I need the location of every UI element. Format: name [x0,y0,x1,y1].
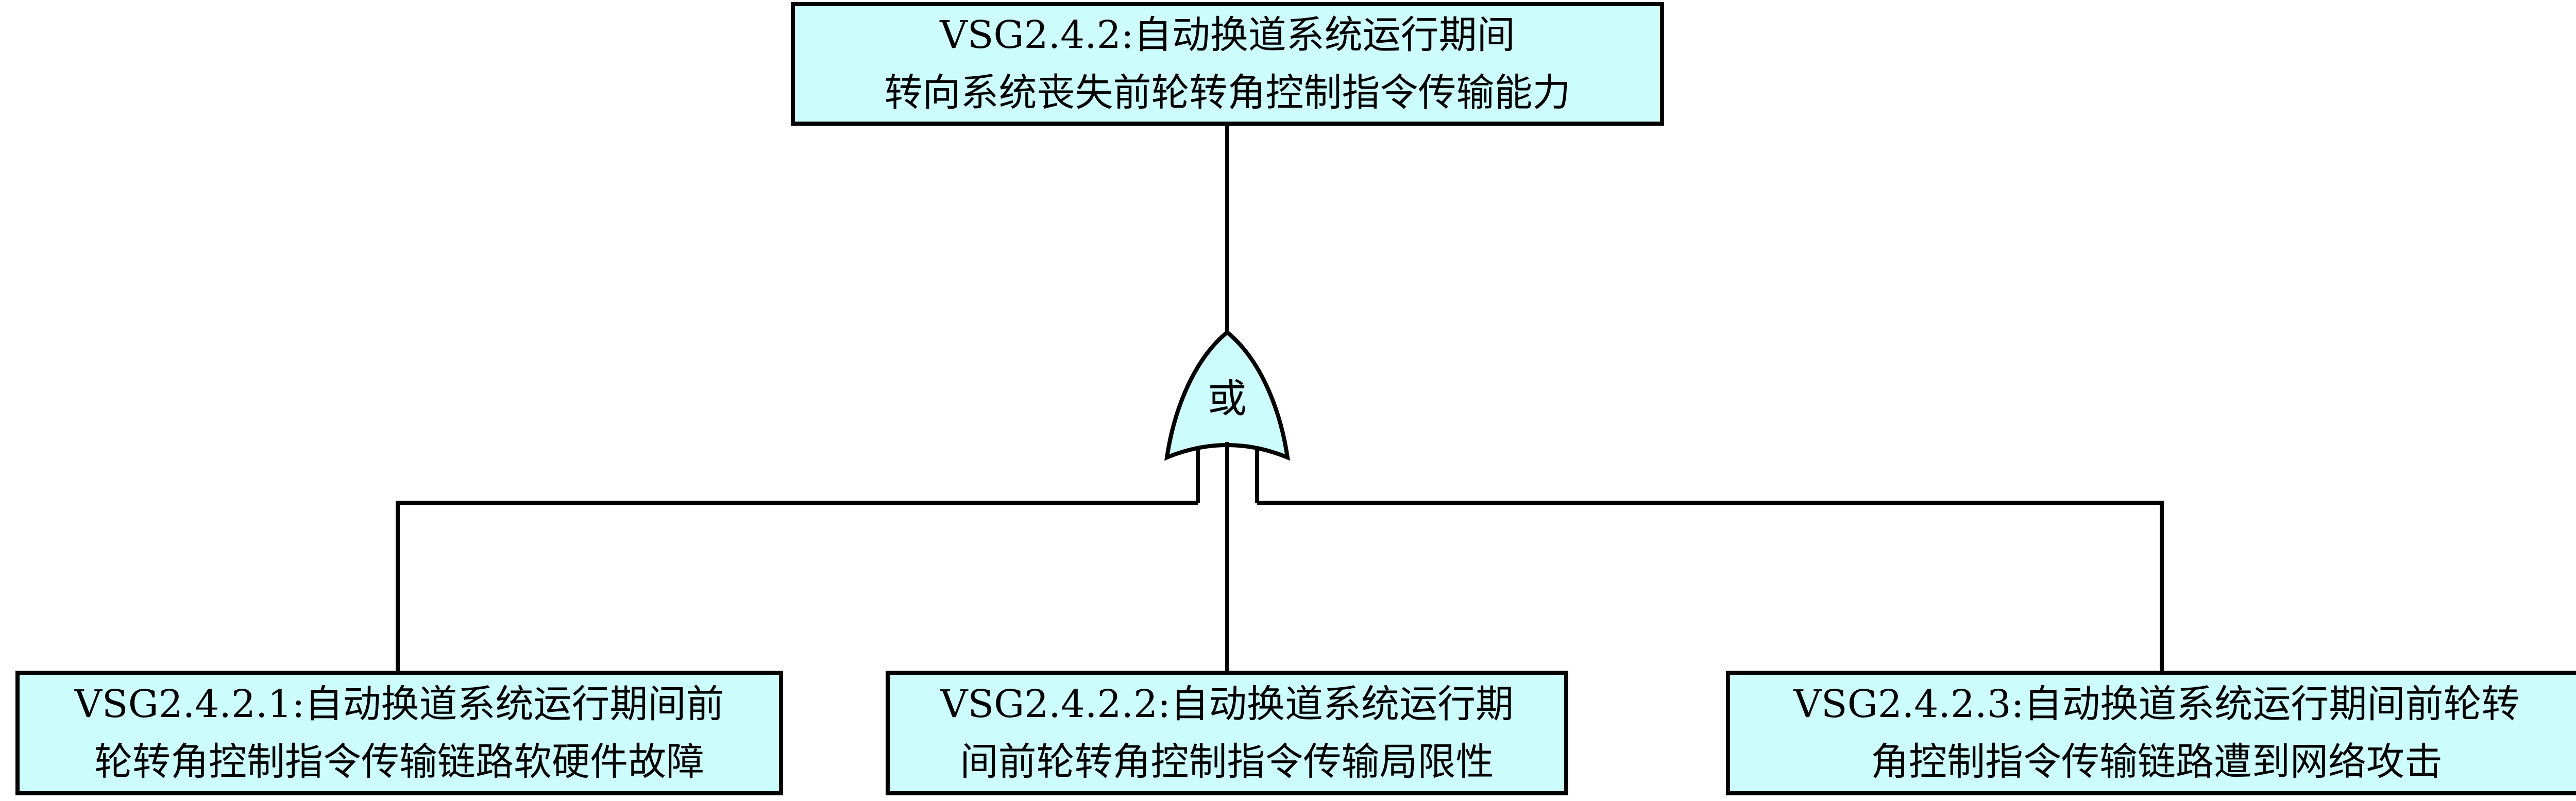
top-event-box: VSG2.4.2:自动换道系统运行期间 转向系统丧失前轮转角控制指令传输能力 [791,2,1664,126]
basic-event-3-line-2: 角控制指令传输链路遭到网络攻击 [1871,740,2443,784]
basic-event-1-box: VSG2.4.2.1:自动换道系统运行期间前 轮转角控制指令传输链路软硬件故障 [15,671,783,795]
basic-event-2-line-2: 间前轮转角控制指令传输局限性 [960,740,1494,784]
top-event-line-1: VSG2.4.2:自动换道系统运行期间 [940,13,1515,57]
basic-event-2-line-1: VSG2.4.2.2:自动换道系统运行期 [940,682,1514,726]
basic-event-2-box: VSG2.4.2.2:自动换道系统运行期 间前轮转角控制指令传输局限性 [886,671,1568,795]
branch-connector-3 [1257,501,2164,673]
basic-event-3-box: VSG2.4.2.3:自动换道系统运行期间前轮转 角控制指令传输链路遭到网络攻击 [1726,671,2576,795]
top-event-line-2: 转向系统丧失前轮转角控制指令传输能力 [884,71,1571,115]
or-gate-label: 或 [1208,376,1247,421]
basic-event-1-line-1: VSG2.4.2.1:自动换道系统运行期间前 [74,682,724,726]
basic-event-1-line-2: 轮转角控制指令传输链路软硬件故障 [94,740,704,784]
branch-connector-1 [396,501,1198,673]
or-gate-shape [1164,329,1290,461]
basic-event-3-line-1: VSG2.4.2.3:自动换道系统运行期间前轮转 [1793,682,2520,726]
